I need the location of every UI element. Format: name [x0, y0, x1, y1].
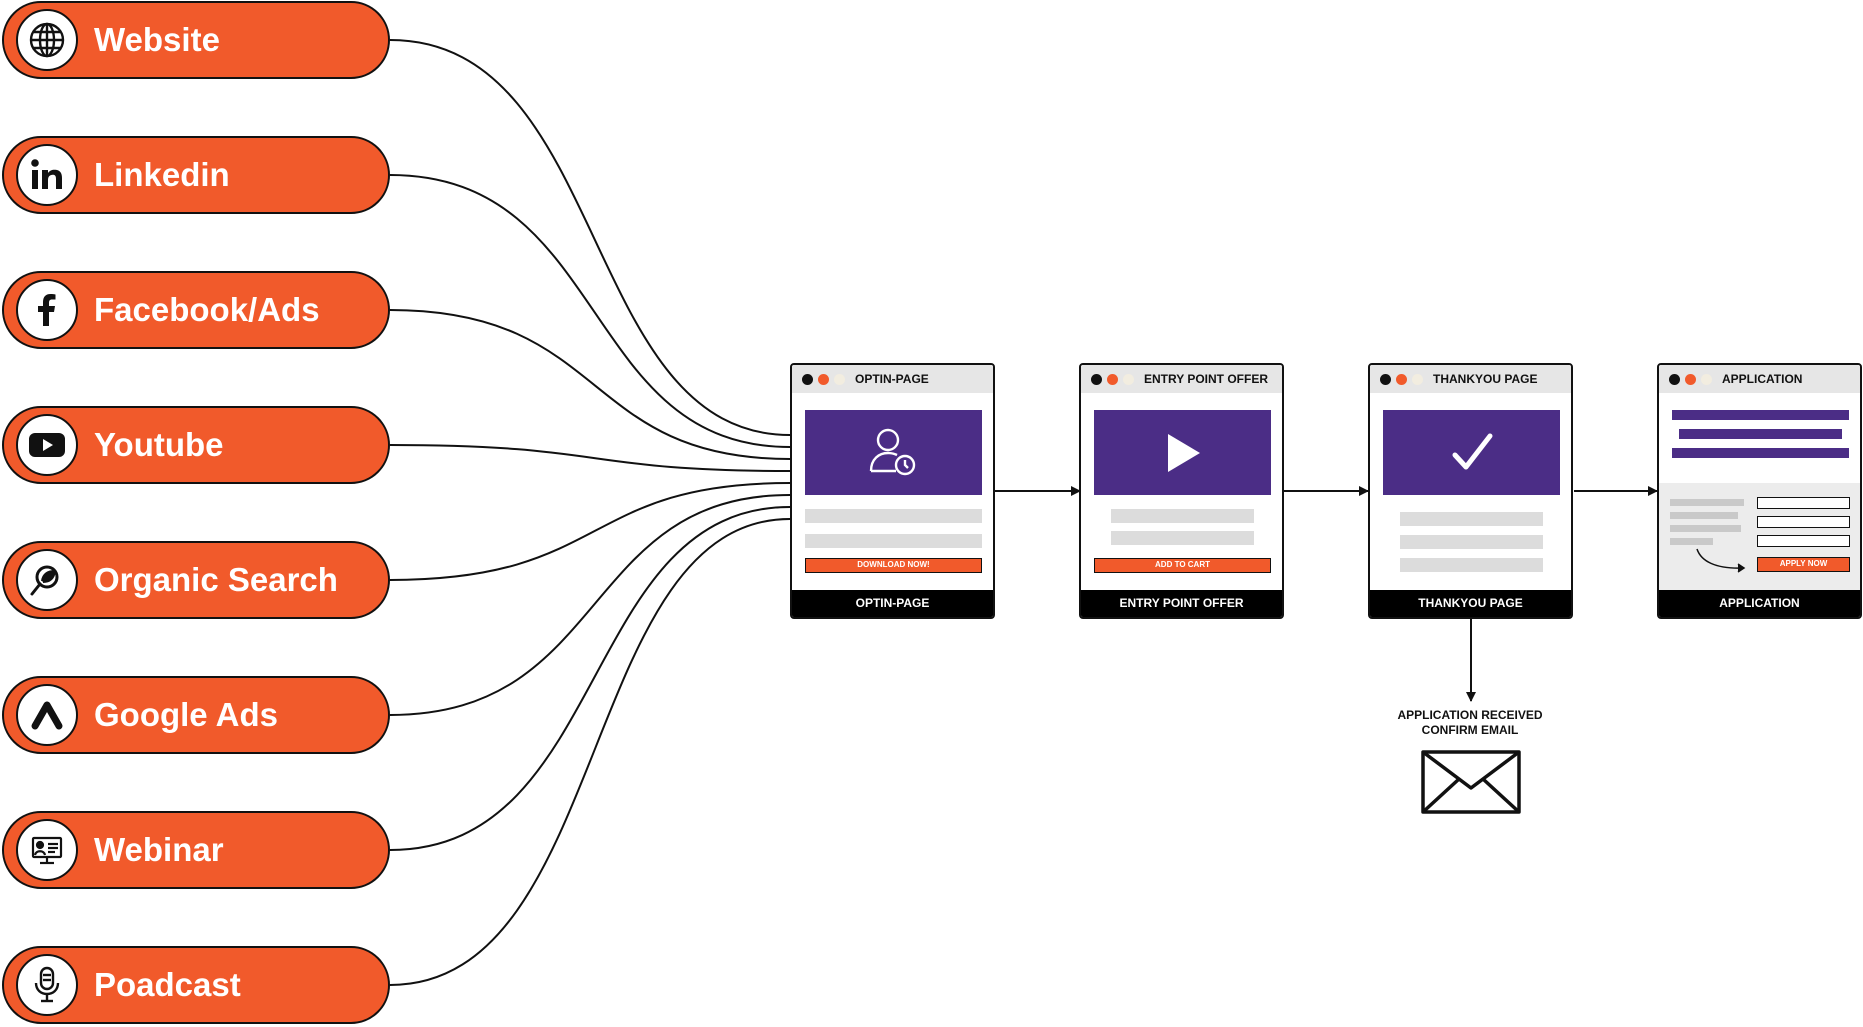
source-label: Website	[94, 21, 220, 58]
card-title: ENTRY POINT OFFER	[1144, 372, 1269, 386]
card-hero	[1383, 410, 1560, 495]
window-dot	[1380, 373, 1391, 385]
connector-curve-2	[389, 174, 791, 448]
step-optin-page[interactable]: OPTIN-PAGE DOWNLOAD NOW! OPTIN-PAGE	[790, 363, 995, 619]
window-title-bar: ENTRY POINT OFFER	[1081, 365, 1282, 393]
card-title: APPLICATION	[1722, 372, 1803, 386]
search-leaf-icon	[16, 549, 78, 611]
source-youtube[interactable]: Youtube	[2, 406, 390, 484]
placeholder-line	[1111, 509, 1254, 523]
envelope-icon	[1421, 750, 1521, 814]
headline-bar	[1679, 429, 1842, 439]
window-dot	[834, 373, 845, 385]
source-label: Linkedin	[94, 156, 230, 193]
card-footer-label: ENTRY POINT OFFER	[1081, 590, 1282, 617]
headline-bar	[1672, 410, 1849, 420]
source-linkedin[interactable]: Linkedin	[2, 136, 390, 214]
card-hero	[805, 410, 982, 495]
youtube-icon	[16, 414, 78, 476]
apply-now-button[interactable]: APPLY NOW	[1757, 557, 1850, 572]
placeholder-line	[1400, 512, 1543, 526]
card-footer-label: OPTIN-PAGE	[792, 590, 993, 617]
curved-arrow-icon	[1696, 548, 1746, 573]
form-field[interactable]	[1757, 497, 1850, 509]
add-to-cart-button[interactable]: ADD TO CART	[1094, 558, 1271, 573]
connector-curve-5	[389, 482, 791, 581]
source-website[interactable]: Website	[2, 1, 390, 79]
headline-bar	[1672, 448, 1849, 458]
source-label: Facebook/Ads	[94, 291, 320, 328]
window-dot	[1701, 373, 1712, 385]
card-hero	[1094, 410, 1271, 495]
placeholder-line	[1400, 535, 1543, 549]
step-entry-point-offer[interactable]: ENTRY POINT OFFER ADD TO CART ENTRY POIN…	[1079, 363, 1284, 619]
connector-curve-8	[389, 518, 791, 986]
window-title-bar: OPTIN-PAGE	[792, 365, 993, 393]
google-ads-icon	[16, 684, 78, 746]
source-label: Organic Search	[94, 561, 338, 598]
download-now-button[interactable]: DOWNLOAD NOW!	[805, 558, 982, 573]
window-dot	[802, 373, 813, 385]
placeholder-line	[805, 509, 982, 523]
application-form-panel: APPLY NOW	[1659, 483, 1860, 590]
card-footer-label: THANKYOU PAGE	[1370, 590, 1571, 617]
form-field[interactable]	[1757, 535, 1850, 547]
window-dot	[1123, 373, 1134, 385]
source-poadcast[interactable]: Poadcast	[2, 946, 390, 1024]
window-dot	[1107, 373, 1118, 385]
window-dot	[1669, 373, 1680, 385]
source-label: Webinar	[94, 831, 224, 868]
connector-curve-7	[389, 506, 791, 851]
source-label: Poadcast	[94, 966, 241, 1003]
card-title: THANKYOU PAGE	[1433, 372, 1538, 386]
window-dot	[818, 373, 829, 385]
linkedin-icon	[16, 144, 78, 206]
card-title: OPTIN-PAGE	[855, 372, 929, 386]
card-footer-label: APPLICATION	[1659, 590, 1860, 617]
source-facebook-ads[interactable]: Facebook/Ads	[2, 271, 390, 349]
connector-curve-1	[389, 39, 791, 436]
connector-curve-6	[389, 494, 791, 716]
source-google-ads[interactable]: Google Ads	[2, 676, 390, 754]
placeholder-line	[1670, 538, 1713, 545]
window-dot	[1396, 373, 1407, 385]
window-title-bar: THANKYOU PAGE	[1370, 365, 1571, 393]
placeholder-line	[805, 534, 982, 548]
play-icon[interactable]	[1160, 430, 1206, 476]
globe-icon	[16, 9, 78, 71]
user-clock-icon	[869, 428, 915, 475]
placeholder-line	[1670, 525, 1741, 532]
email-note-line: APPLICATION RECEIVED	[1397, 708, 1543, 722]
connector-curve-3	[389, 309, 791, 460]
source-webinar[interactable]: Webinar	[2, 811, 390, 889]
source-label: Google Ads	[94, 696, 278, 733]
email-note: APPLICATION RECEIVED CONFIRM EMAIL	[1380, 708, 1560, 738]
facebook-icon	[16, 279, 78, 341]
placeholder-line	[1670, 499, 1744, 506]
placeholder-line	[1400, 558, 1543, 572]
connector-curve-4	[389, 444, 791, 472]
form-field[interactable]	[1757, 516, 1850, 528]
window-dot	[1091, 373, 1102, 385]
placeholder-line	[1111, 531, 1254, 545]
source-label: Youtube	[94, 426, 224, 463]
checkmark-icon	[1452, 433, 1492, 469]
microphone-icon	[16, 954, 78, 1016]
step-application[interactable]: APPLICATION APPLY NOW APPLICATION	[1657, 363, 1862, 619]
window-dot	[1685, 373, 1696, 385]
source-organic-search[interactable]: Organic Search	[2, 541, 390, 619]
email-note-line: CONFIRM EMAIL	[1421, 723, 1519, 737]
window-title-bar: APPLICATION	[1659, 365, 1860, 393]
webinar-icon	[16, 819, 78, 881]
window-dot	[1412, 373, 1423, 385]
placeholder-line	[1670, 512, 1738, 519]
step-thankyou-page[interactable]: THANKYOU PAGE THANKYOU PAGE	[1368, 363, 1573, 619]
